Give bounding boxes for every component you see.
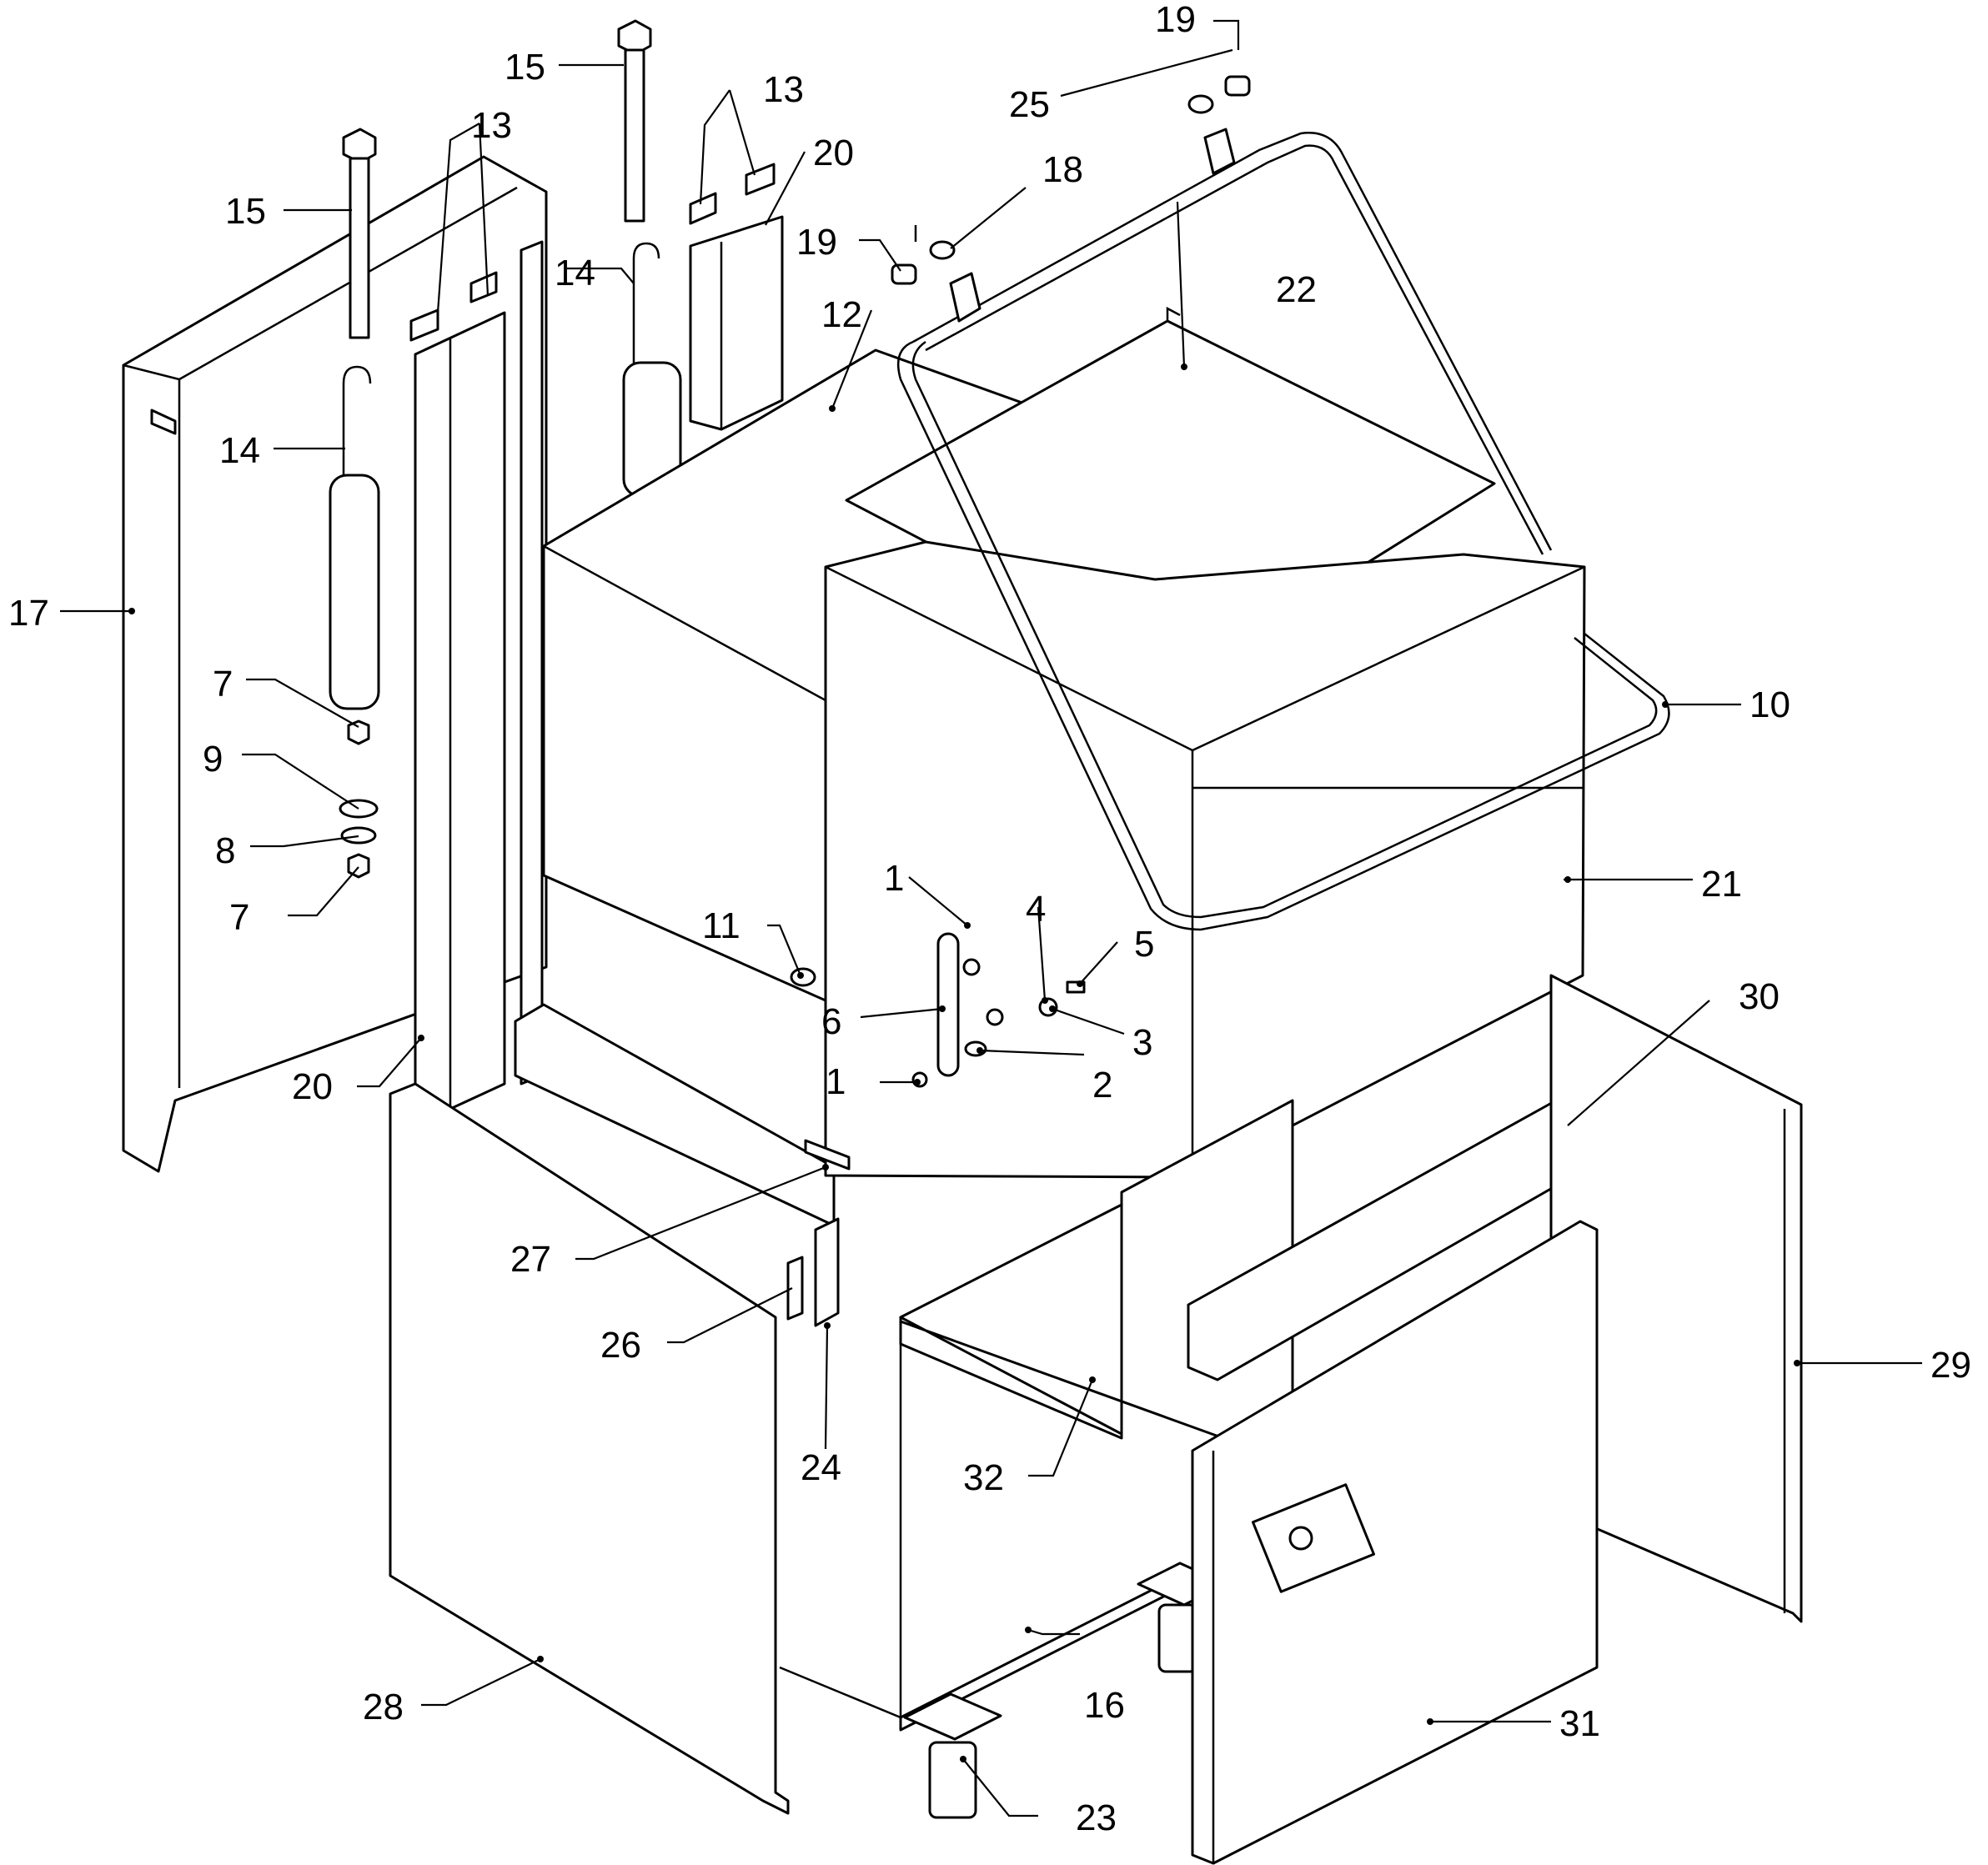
left-frame-post xyxy=(414,240,544,1110)
callout-4: 4 xyxy=(1026,889,1046,930)
callout-11: 11 xyxy=(702,905,740,946)
callout-6: 6 xyxy=(821,1001,841,1042)
callout-14a: 14 xyxy=(219,430,260,471)
callout-7b: 7 xyxy=(229,897,249,938)
callout-7a: 7 xyxy=(213,664,233,704)
front-door-panel xyxy=(1191,1220,1599,1865)
callout-13a: 13 xyxy=(471,105,512,146)
hood-handle xyxy=(896,132,1670,931)
hinge-brackets xyxy=(786,1217,840,1327)
callout-1b: 1 xyxy=(826,1061,846,1102)
callout-labels: 1 1 2 3 4 5 6 7 7 8 9 10 11 12 13 13 14 … xyxy=(8,0,1971,1838)
callout-1a: 1 xyxy=(884,858,904,899)
nuts-and-washers xyxy=(339,719,379,879)
callout-14b: 14 xyxy=(555,253,595,293)
springs xyxy=(329,242,682,710)
callout-29: 29 xyxy=(1930,1345,1971,1386)
callout-20b: 20 xyxy=(813,133,854,173)
clips xyxy=(409,163,776,342)
callout-30: 30 xyxy=(1739,976,1780,1017)
callout-3: 3 xyxy=(1132,1022,1152,1063)
callout-15b: 15 xyxy=(505,47,545,88)
callout-13b: 13 xyxy=(763,69,804,110)
callout-17: 17 xyxy=(8,593,49,634)
callout-2: 2 xyxy=(1092,1065,1112,1105)
callout-19a: 19 xyxy=(796,222,837,263)
callout-16: 16 xyxy=(1084,1685,1125,1726)
callout-9: 9 xyxy=(203,739,223,780)
bolts xyxy=(342,19,652,339)
callout-8: 8 xyxy=(215,830,235,871)
callout-24: 24 xyxy=(801,1447,841,1488)
hood xyxy=(824,540,1586,1179)
callout-15a: 15 xyxy=(225,191,266,232)
callout-20a: 20 xyxy=(292,1066,333,1107)
bracket xyxy=(804,1139,851,1171)
left-front-panel xyxy=(389,1082,790,1815)
callout-32: 32 xyxy=(963,1457,1004,1498)
callout-21: 21 xyxy=(1701,864,1742,905)
callout-23: 23 xyxy=(1076,1797,1117,1838)
callout-31: 31 xyxy=(1559,1703,1600,1744)
callout-27: 27 xyxy=(510,1239,551,1280)
leader-lines xyxy=(60,19,1922,1817)
callout-10: 10 xyxy=(1750,684,1790,725)
callout-12: 12 xyxy=(821,294,862,335)
callout-25: 25 xyxy=(1009,84,1050,125)
right-frame-post xyxy=(689,215,784,431)
hinge-parts xyxy=(891,75,1251,323)
callout-28: 28 xyxy=(363,1687,404,1727)
callout-5: 5 xyxy=(1134,924,1154,965)
callout-22: 22 xyxy=(1276,269,1317,310)
callout-19b: 19 xyxy=(1155,0,1196,40)
callout-18: 18 xyxy=(1042,149,1083,190)
callout-26: 26 xyxy=(600,1325,641,1366)
